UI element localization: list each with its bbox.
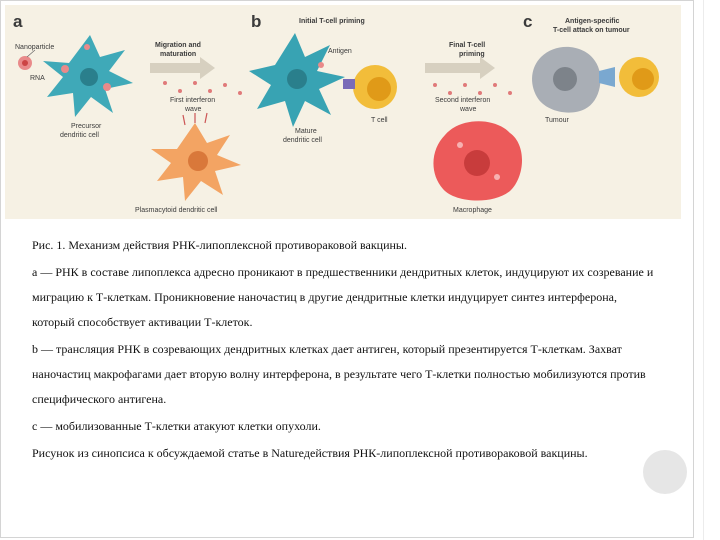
caption-panel-c: c — мобилизованные Т-клетки атакуют клет… (32, 414, 656, 439)
plasmacytoid-dendritic-cell-icon (151, 113, 241, 201)
label-second-ifn-1: Second interferon (435, 97, 490, 104)
mechanism-figure: a b c Nanoparticle RNA Migration and mat… (5, 5, 681, 219)
t-cell-icon (343, 65, 397, 109)
precursor-dendritic-cell-icon (43, 35, 133, 117)
panel-b-letter: b (251, 12, 261, 31)
decorative-circle (643, 450, 687, 494)
scrollbar[interactable] (703, 0, 720, 540)
label-precursor-1: Precursor (71, 123, 102, 130)
label-initial-priming: Initial T-cell priming (299, 18, 365, 25)
label-rna: RNA (30, 75, 45, 82)
interferon-dots-2 (433, 83, 512, 95)
label-precursor-2: dendritic cell (60, 132, 99, 139)
label-final-priming-2: priming (459, 51, 485, 58)
label-tcell: T cell (371, 117, 388, 124)
label-mature-2: dendritic cell (283, 137, 322, 144)
macrophage-icon (433, 121, 522, 200)
label-antigen: Antigen (328, 48, 352, 55)
label-macrophage: Macrophage (453, 207, 492, 214)
label-final-priming-1: Final T-cell (449, 42, 485, 49)
caption-panel-a: а — РНК в составе липоплекса адресно про… (32, 260, 656, 335)
label-migration-1: Migration and (155, 42, 201, 49)
label-antigen-specific-1: Antigen-specific (565, 18, 620, 25)
slide-frame: a b c Nanoparticle RNA Migration and mat… (0, 0, 694, 538)
label-first-ifn-2: wave (184, 106, 201, 113)
attacking-t-cell-icon (619, 57, 659, 97)
label-second-ifn-2: wave (459, 106, 476, 113)
panel-a-letter: a (13, 12, 23, 31)
panel-c-letter: c (523, 12, 532, 31)
caption-source: Рисунок из синопсиса к обсуждаемой стать… (32, 441, 656, 466)
tumour-cell-icon (532, 47, 600, 113)
attack-arrow (599, 67, 615, 87)
label-first-ifn-1: First interferon (170, 97, 215, 104)
figure-caption: Рис. 1. Механизм действия РНК-липоплексн… (32, 233, 656, 468)
label-migration-2: maturation (160, 51, 196, 58)
label-tumour: Tumour (545, 117, 570, 124)
interferon-dots-1 (163, 81, 242, 95)
label-mature-1: Mature (295, 128, 317, 135)
nanoparticle-icon (18, 50, 35, 70)
caption-panel-b: b — трансляция РНК в созревающих дендрит… (32, 337, 656, 412)
figure-illustration: a b c Nanoparticle RNA Migration and mat… (5, 5, 681, 219)
caption-title: Рис. 1. Механизм действия РНК-липоплексн… (32, 233, 656, 258)
label-plasmacytoid: Plasmacytoid dendritic cell (135, 207, 218, 214)
label-antigen-specific-2: T-cell attack on tumour (553, 27, 630, 34)
